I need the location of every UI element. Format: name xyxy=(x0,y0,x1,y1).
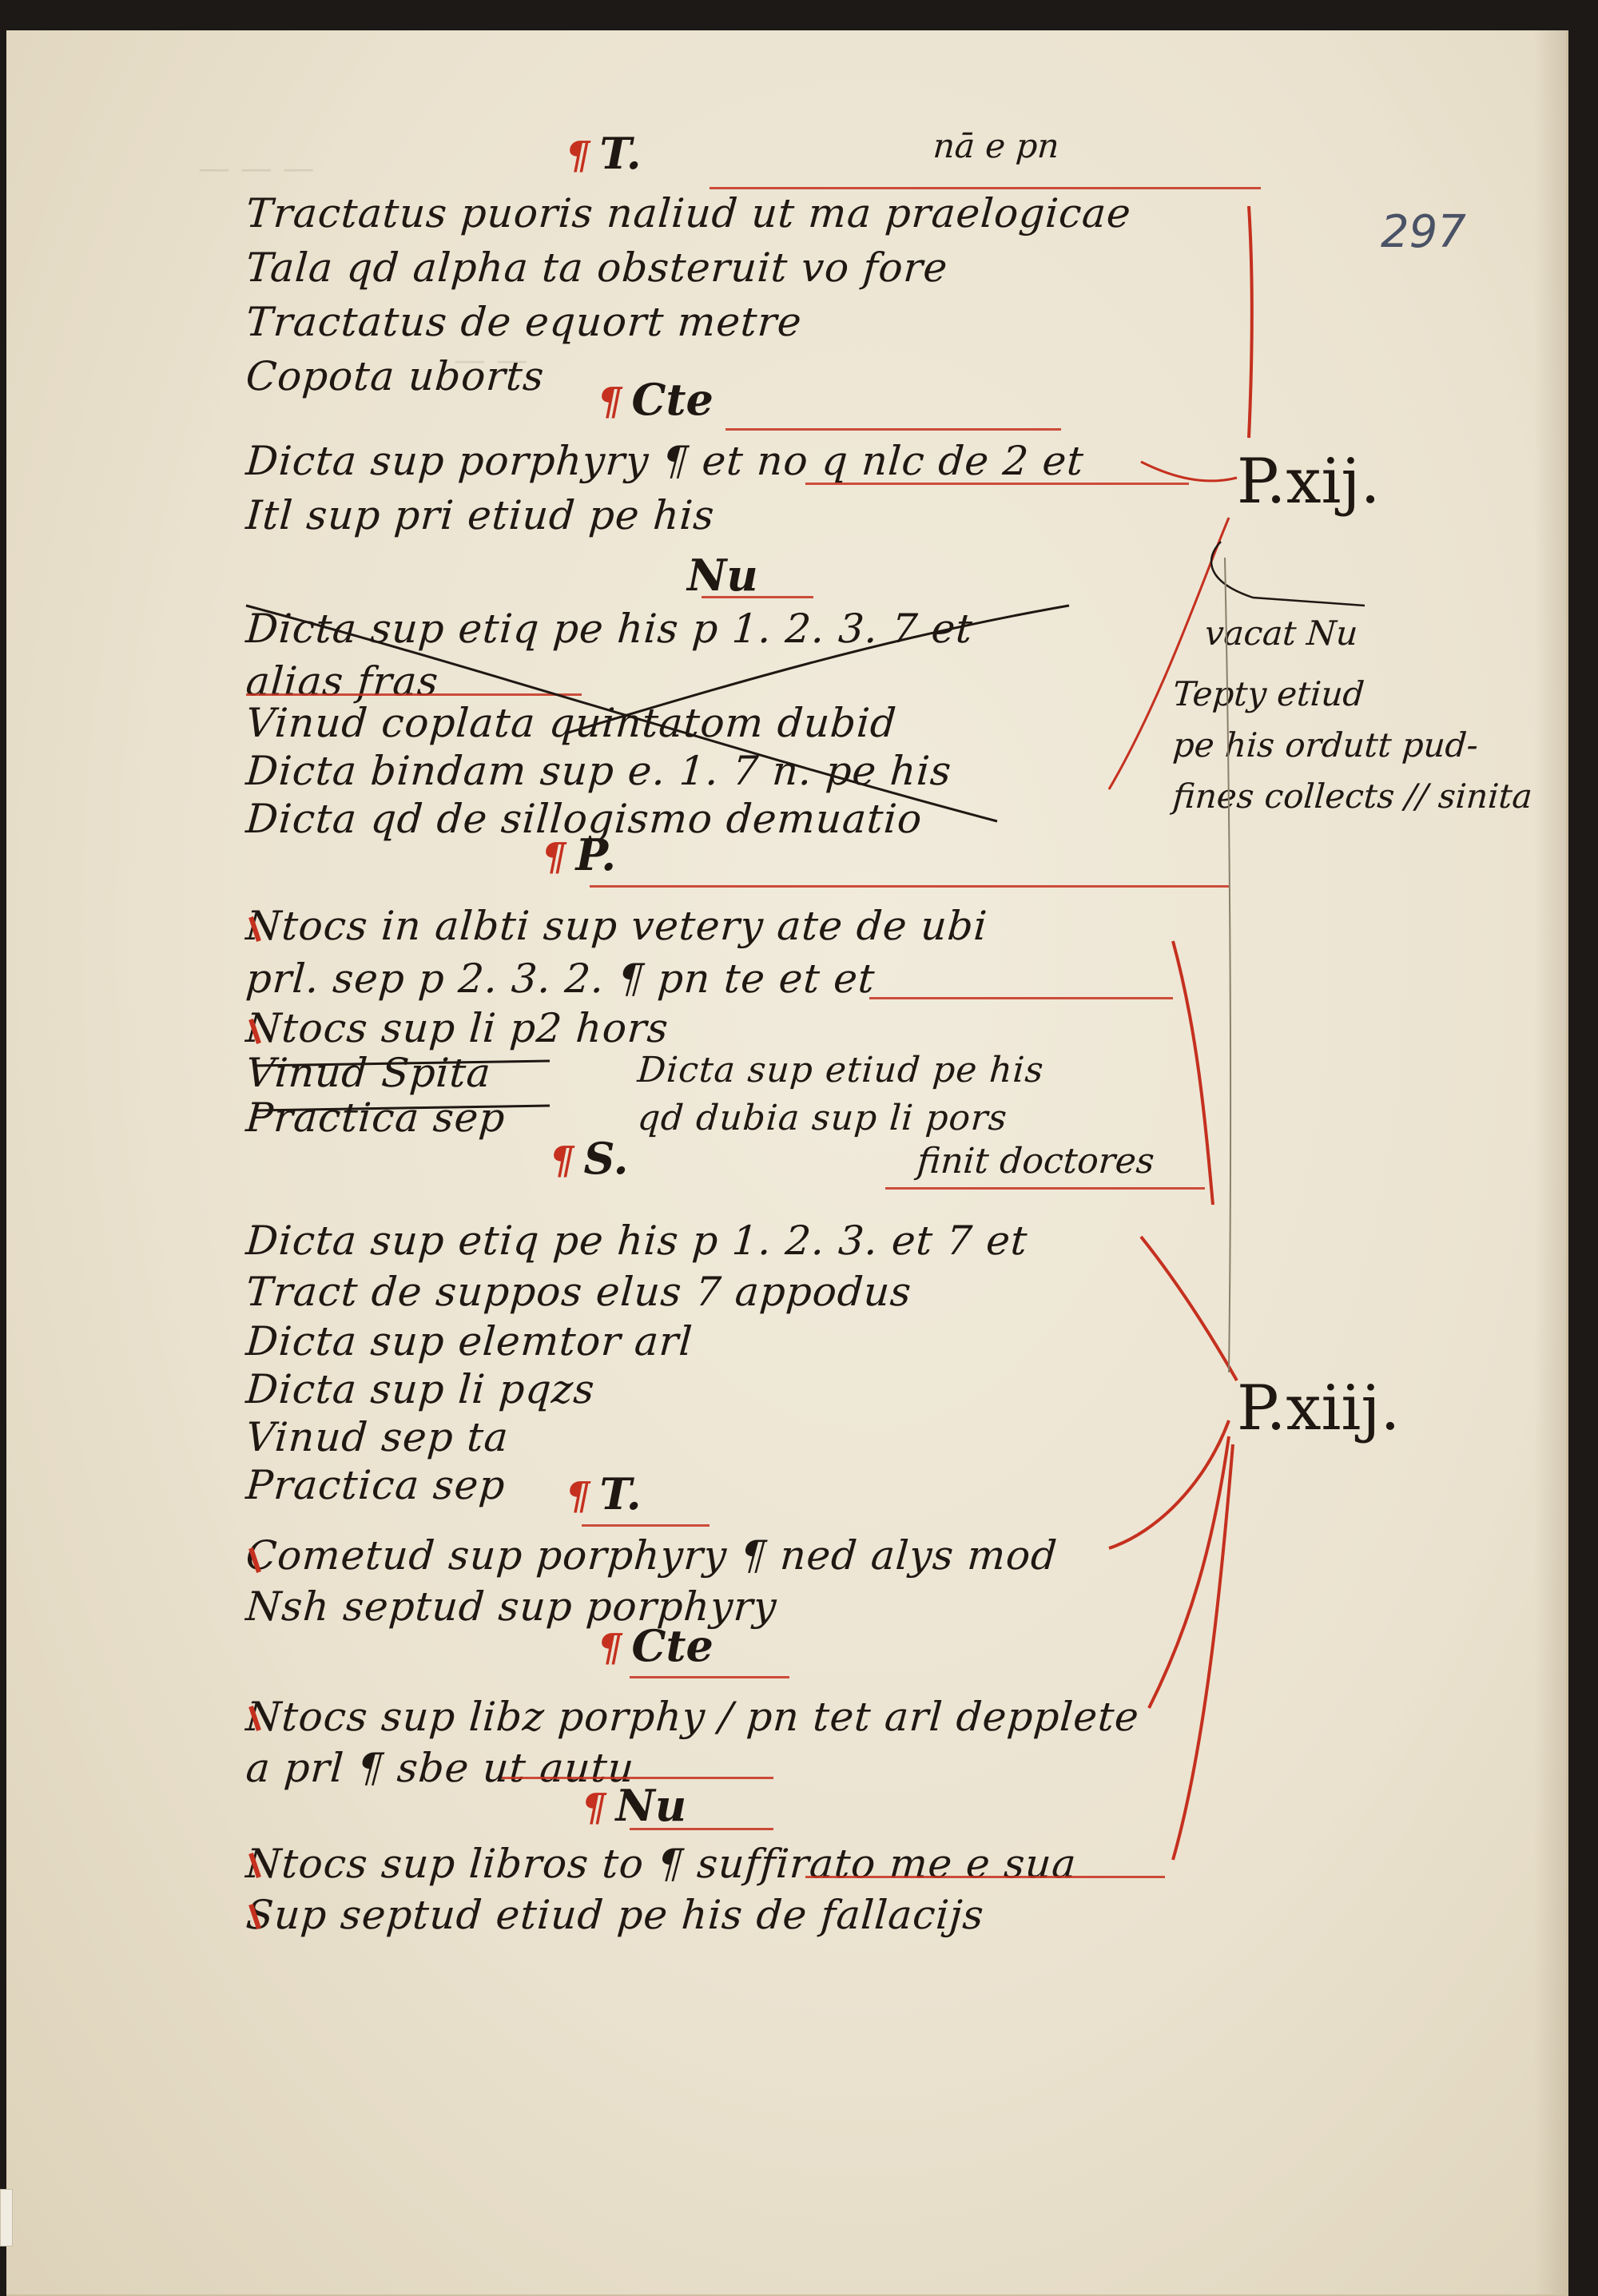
strikethrough-stroke xyxy=(253,1104,551,1112)
rubric-underline xyxy=(502,1777,773,1779)
initial-rubrication xyxy=(248,1904,261,1929)
rubric-heading: ¶P. xyxy=(542,829,616,880)
show-through-text: — — — xyxy=(198,150,315,187)
rubric-label: S. xyxy=(583,1133,629,1184)
rubric-underline xyxy=(582,1524,710,1527)
margin-bracket-label: P.xiij. xyxy=(1237,1372,1401,1444)
rubric-label: T. xyxy=(599,1468,642,1519)
rubric-label: T. xyxy=(599,128,642,179)
rubric-underline xyxy=(725,428,1061,431)
rubric-heading: ¶Cte xyxy=(598,1620,714,1671)
paragraph-mark-icon: ¶ xyxy=(566,1474,590,1519)
initial-rubrication xyxy=(248,1853,261,1878)
bracket-stroke xyxy=(1171,1444,1234,1861)
strikethrough-stroke xyxy=(245,604,998,823)
bracket-stroke xyxy=(1147,1436,1230,1709)
folio-number: 297 xyxy=(1381,206,1466,258)
rubric-label: P. xyxy=(575,829,617,880)
paragraph-mark-icon: ¶ xyxy=(598,1626,622,1670)
bracket-stroke xyxy=(1140,460,1238,483)
paragraph-mark-icon: ¶ xyxy=(566,133,590,178)
rubric-underline xyxy=(246,693,582,696)
strikethrough-stroke xyxy=(565,604,1070,735)
rubric-underline xyxy=(805,483,1189,485)
strikethrough-stroke xyxy=(253,1059,551,1067)
rubric-heading: ¶Nu xyxy=(582,1780,686,1831)
manuscript-strokes xyxy=(245,205,1365,1929)
show-through-text: — — xyxy=(454,342,528,379)
binding-tab xyxy=(0,2189,13,2246)
initial-rubrication xyxy=(248,1547,261,1573)
rubric-label: Cte xyxy=(631,374,714,425)
bracket-stroke xyxy=(1171,940,1214,1206)
initial-rubrication xyxy=(248,1706,261,1731)
rubric-underline xyxy=(805,1876,1165,1878)
rubric-underline xyxy=(590,885,1229,888)
rubric-underline xyxy=(630,1676,789,1678)
page-edge-shadow xyxy=(1534,30,1566,2294)
rubric-underline xyxy=(710,187,1261,189)
rubric-heading: ¶T. xyxy=(566,1468,642,1519)
rubric-heading: ¶T. xyxy=(566,128,642,179)
margin-bracket-label: P.xij. xyxy=(1237,446,1381,518)
rubric-label: Nu xyxy=(615,1780,687,1831)
bracket-stroke xyxy=(1247,205,1254,439)
paragraph-mark-icon: ¶ xyxy=(598,379,622,424)
bracket-stroke xyxy=(1108,1420,1230,1550)
paragraph-mark-icon: ¶ xyxy=(550,1138,574,1183)
paragraph-mark-icon: ¶ xyxy=(542,835,566,880)
ruling-stroke xyxy=(1224,557,1232,1373)
initial-rubrication xyxy=(248,916,261,942)
rubric-underline xyxy=(702,596,813,598)
bracket-stroke xyxy=(1139,1235,1238,1381)
rubric-heading: ¶S. xyxy=(550,1133,628,1184)
rubric-underline xyxy=(885,1187,1205,1190)
rubric-heading: ¶Cte xyxy=(598,374,714,425)
manuscript-page: — — — — — 297 ¶T. nā e pn ¶Cte Nu ¶P. ¶S… xyxy=(6,30,1568,2296)
rubric-heading: Nu xyxy=(678,550,758,601)
rubric-underline xyxy=(869,997,1173,999)
rubric-label: Nu xyxy=(687,550,758,601)
initial-rubrication xyxy=(248,1019,261,1044)
rubric-label: Cte xyxy=(631,1620,714,1671)
paragraph-mark-icon: ¶ xyxy=(582,1786,606,1830)
vacat-stroke xyxy=(1210,541,1365,607)
rubric-underline xyxy=(630,1828,773,1830)
